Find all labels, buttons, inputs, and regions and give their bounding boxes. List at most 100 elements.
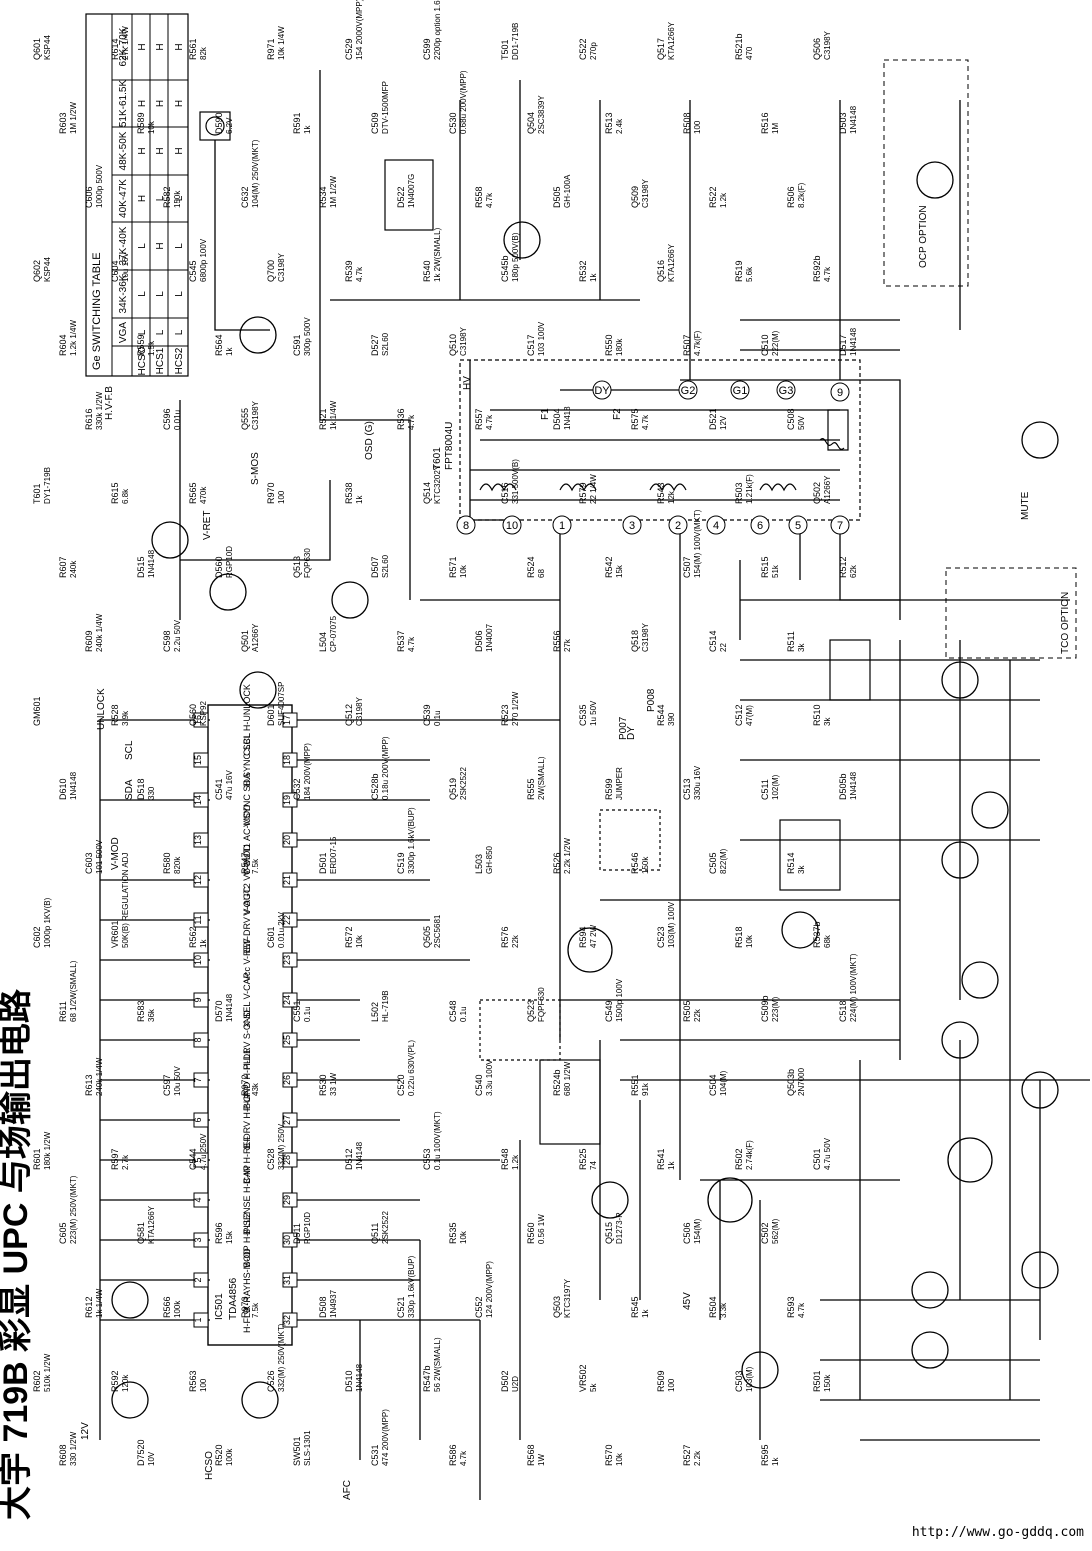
ic-pin-box [193,952,209,968]
component-value: 91k [641,1082,650,1096]
ic-pin-box [193,1312,209,1328]
table-cell: H [155,147,166,154]
component-value: 27k [563,638,572,652]
source-url: http://www.go-gddq.com [911,1525,1084,1540]
component-ref: D515 [136,556,146,578]
table-cell: H [137,43,148,50]
component-value: 5.6k [745,266,754,282]
component-value: 22k [693,1008,702,1022]
component-value: A1266Y [823,475,832,504]
ic-pin-box [282,752,298,768]
flyback-part: FPT8004U [444,422,455,470]
net-label: H.V-F.B [104,386,115,420]
component-value: 4.7u 250V [199,1133,208,1170]
ic-pin-number: 22 [282,915,292,925]
ic-pin-number: 19 [282,795,292,805]
component-ref: R503 [734,482,744,504]
component-value: C3198Y [641,622,650,652]
component-ref: Q515 [604,1222,614,1244]
component-ref: R604 [58,334,68,356]
table-cell: L [174,243,185,249]
component-ref: Q503b [786,1069,796,1096]
table-cell: L [137,243,148,249]
component-value: 1k [199,939,208,948]
component-ref: C532 [292,778,302,800]
ic-pin-number: 29 [282,1195,292,1205]
svg-text:8: 8 [463,520,469,532]
ic-pin-number: 30 [282,1235,292,1245]
component-ref: R572 [344,926,354,948]
net-label: 45V [682,1292,693,1310]
ic-pin-box [282,872,298,888]
component-value: 300p 500V [303,317,312,356]
component-ref: C509b [760,995,770,1022]
component-value: FQP630 [303,548,312,578]
component-value: 6.2V [225,117,234,134]
flyback-ref: T601 [432,447,443,470]
component-value: 180k 1/2W [43,1131,52,1170]
component-value: 1N4148 [225,993,234,1022]
component-ref: D610 [58,778,68,800]
component-value: 270p [589,42,598,60]
ic-pin-number: 15 [193,755,203,765]
component-value: 240k 1/4W [95,1057,104,1096]
component-ref: R568 [526,1444,536,1466]
ic-pin-number: 16 [193,715,203,725]
table-cell: H [174,43,185,50]
component-ref: C539 [422,704,432,726]
component-value: 3k [797,865,806,874]
ic-pin-number: 9 [193,997,203,1002]
component-value: 15k [615,564,624,578]
component-value: 2W(SMALL) [537,756,546,800]
table-cell: H [155,100,166,107]
component-ref: R537 [396,630,406,652]
ic-ref: IC501 [214,1293,225,1320]
component-value: 3.3k [719,1302,728,1318]
component-ref: R614 [110,38,120,60]
component-value: 22 [719,643,728,652]
component-ref: R513 [604,112,614,134]
table-cell: H [155,43,166,50]
component-ref: D521 [708,408,718,430]
table-cell: L [155,329,166,335]
component-value: 4.7k [407,636,416,652]
component-ref: Q510 [448,334,458,356]
ic-pin-box [282,1032,298,1048]
component-value: 33 1W [329,1072,338,1096]
component-ref: R528 [110,704,120,726]
ic-pin-number: 14 [193,795,203,805]
component-ref: R539 [344,260,354,282]
component-ref: C517 [526,334,536,356]
